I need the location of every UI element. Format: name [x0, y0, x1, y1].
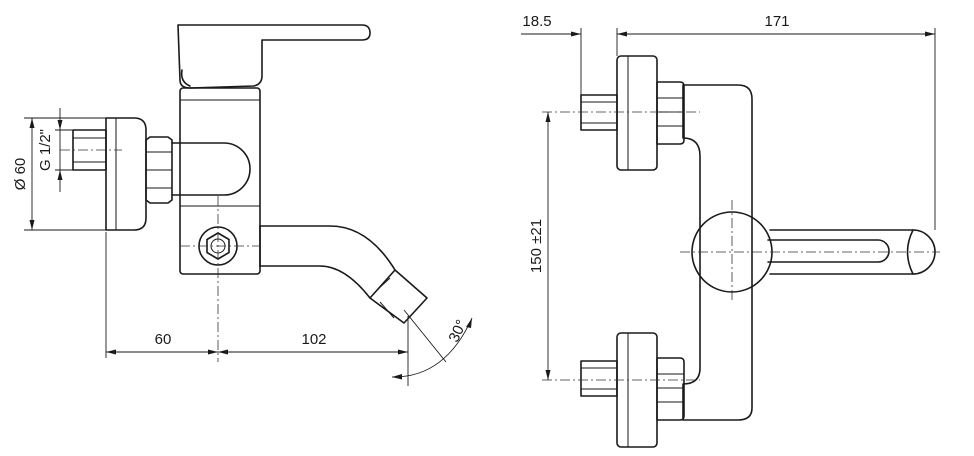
spout [259, 225, 396, 299]
dim-depth: 60 [105, 232, 218, 358]
dim-thread: G 1/2" [37, 108, 73, 192]
top-inlet [580, 55, 685, 171]
dim-offset-label: 18.5 [522, 13, 551, 30]
dim-reach-label: 102 [301, 331, 326, 348]
dim-length-label: 171 [764, 13, 789, 30]
front-view: 18.5 171 150 ±21 [521, 13, 940, 448]
side-center-lines [60, 149, 260, 362]
dim-angle-label: 30° [445, 317, 470, 345]
hex-nut [145, 136, 173, 204]
dim-angle: 30° [391, 309, 473, 380]
lever-handle [177, 24, 371, 89]
dim-reach: 102 [218, 316, 409, 386]
side-view: Ø 60 G 1/2" 60 102 [12, 24, 473, 386]
aerator [369, 269, 428, 324]
dim-length: 171 [617, 13, 936, 230]
dim-centers-label: 150 ±21 [528, 219, 545, 273]
front-center-lines [542, 111, 940, 381]
dim-depth-label: 60 [155, 331, 172, 348]
dim-diameter-label: Ø 60 [12, 158, 29, 191]
dim-centers: 150 ±21 [528, 112, 551, 380]
wall-flange [105, 117, 147, 231]
dim-thread-label: G 1/2" [37, 129, 54, 171]
front-body [682, 84, 753, 421]
mixer-body [171, 87, 261, 275]
dim-offset: 18.5 [521, 13, 627, 95]
bottom-inlet [580, 332, 685, 448]
dim-diameter: Ø 60 [12, 117, 106, 231]
